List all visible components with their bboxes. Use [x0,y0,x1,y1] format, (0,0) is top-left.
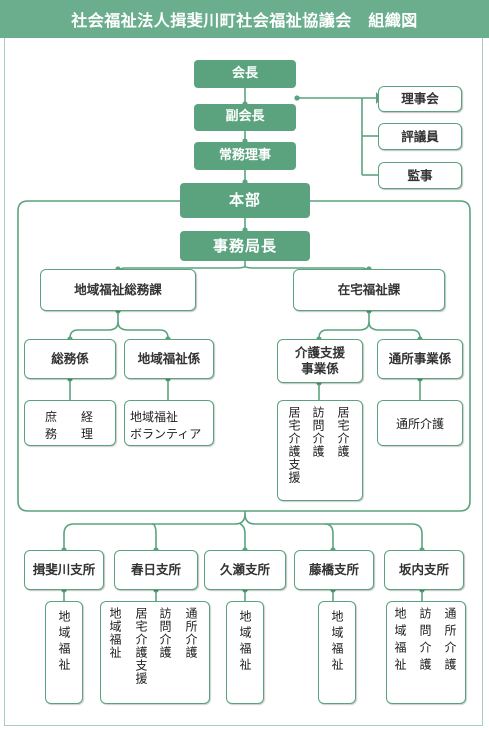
duty-care-support: 居宅介護支援 訪問介護 居宅介護 [277,400,363,501]
auditor-box: 監事 [378,162,462,189]
duty-branch-kasuga-col2: 居宅介護支援 [134,607,148,685]
executive-director-box: 常務理事 [194,142,296,170]
section-care-support-line2: 事業係 [301,361,339,376]
division-general-box: 地域福祉総務課 [40,269,196,311]
councillors-box: 評議員 [378,123,462,150]
duty-care-support-col1: 居宅介護支援 [287,406,301,484]
duty-community-welfare: 地域福祉 ボランティア [124,400,214,446]
duty-branch-sakauchi: 地域福祉 訪問介護 通所介護 [386,601,466,704]
duty-care-support-col2: 訪問介護 [311,406,325,458]
board-of-directors-box: 理事会 [378,86,462,112]
duty-branch-sakauchi-col1: 地域福祉 [393,607,407,675]
duty-branch-ibigawa: 地域福祉 [45,601,83,704]
duty-day-service-text: 通所介護 [395,416,444,431]
duty-branch-fujihashi: 地域福祉 [318,601,356,704]
page-title: 社会福祉法人揖斐川町社会福祉協議会 組織図 [71,11,418,30]
duty-branch-kasuga-col4: 通所介護 [184,607,198,659]
duty-branch-kasuga-col1: 地域福祉 [108,607,122,659]
branch-kuze-box: 久瀬支所 [204,550,286,590]
duty-branch-kuze-col1: 地域福祉 [238,610,252,674]
duty-care-support-col3: 居宅介護 [336,406,350,458]
branch-fujihashi-box: 藤橋支所 [294,550,374,590]
duty-community-welfare-line1: 地域福祉 [130,410,179,424]
section-care-support-line1: 介護支援 [294,345,345,361]
duty-branch-sakauchi-col3: 通所介護 [443,607,457,675]
duty-branch-kasuga-col3: 訪問介護 [158,607,172,659]
secretary-general-box: 事務局長 [180,231,310,261]
president-box: 会長 [194,60,296,88]
duty-branch-fujihashi-col1: 地域福祉 [330,610,344,674]
headquarters-box: 本部 [180,183,310,218]
duty-branch-kasuga: 地域福祉 居宅介護支援 訪問介護 通所介護 [100,601,210,704]
section-community-welfare-box: 地域福祉係 [124,339,214,379]
duty-day-service: 通所介護 [377,400,463,446]
title-bar: 社会福祉法人揖斐川町社会福祉協議会 組織図 [0,0,489,38]
branch-sakauchi-box: 坂内支所 [384,550,464,590]
outer-frame [4,38,483,726]
duty-general-affairs-right: 経理 [81,410,94,441]
duty-branch-kuze: 地域福祉 [226,601,264,704]
branch-ibigawa-box: 揖斐川支所 [24,550,104,590]
duty-general-affairs: 庶務 経理 [24,400,116,446]
duty-branch-sakauchi-col2: 訪問介護 [418,607,432,675]
duty-community-welfare-line2: ボランティア [130,427,202,441]
section-day-service-box: 通所事業係 [377,339,463,379]
duty-general-affairs-left: 庶務 [45,410,58,441]
division-home-welfare-box: 在宅福祉課 [293,269,445,311]
section-general-affairs-box: 総務係 [24,339,116,379]
branch-kasuga-box: 春日支所 [114,550,198,590]
duty-branch-ibigawa-col1: 地域福祉 [57,610,71,674]
section-care-support-box: 介護支援 事業係 [277,339,363,383]
vice-president-box: 副会長 [194,104,296,131]
